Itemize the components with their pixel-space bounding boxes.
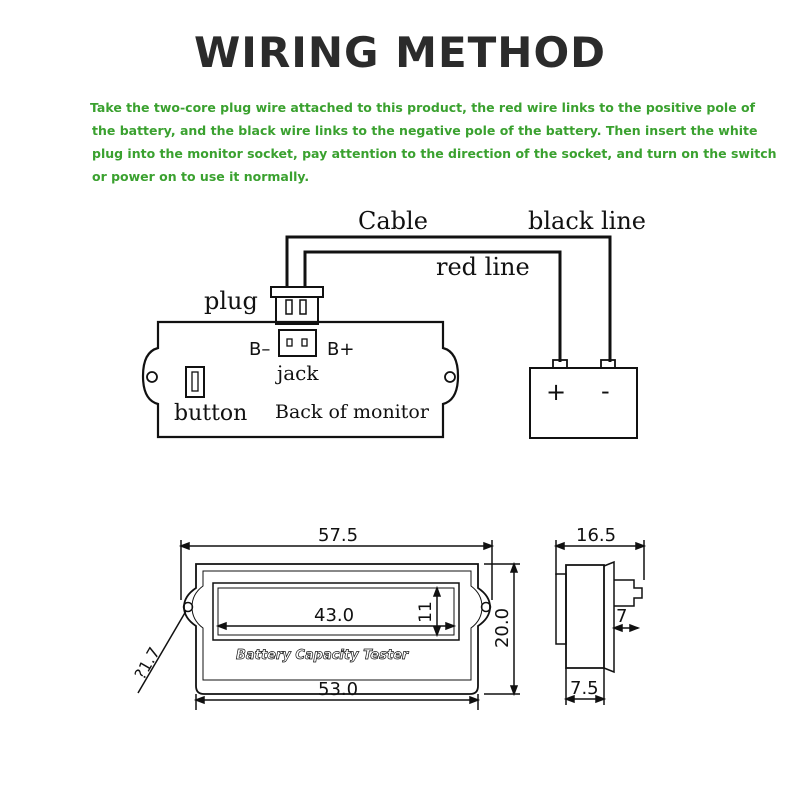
dim-side-depth: 16.5	[576, 525, 616, 546]
red-line-label: red line	[436, 253, 530, 281]
battery-plus-label: +	[546, 378, 566, 406]
dim-bottom-width: 53.0	[318, 679, 358, 700]
dim-outer-height: 20.0	[492, 608, 513, 648]
dim-outer-width: 57.5	[318, 525, 358, 546]
instructions-text: Take the two-core plug wire attached to …	[90, 96, 777, 188]
product-label: Battery Capacity Tester	[236, 648, 410, 663]
red-wire	[303, 250, 562, 362]
button-icon	[185, 366, 205, 398]
instructions-line: Take the two-core plug wire attached to …	[90, 100, 756, 115]
side-dimension-drawing	[553, 540, 647, 705]
instructions-line: the battery, and the black wire links to…	[92, 123, 758, 138]
b-minus-label: B–	[249, 339, 270, 360]
black-wire	[285, 235, 612, 362]
side-tab	[614, 579, 643, 607]
dim-hole-diameter: ?1.7	[131, 644, 164, 683]
dim-inner-width: 43.0	[314, 605, 354, 626]
b-plus-label: B+	[327, 339, 354, 360]
dim-inner-height: 11	[416, 601, 436, 623]
side-body	[565, 564, 605, 669]
jack-icon	[278, 329, 317, 357]
cable-label: Cable	[358, 207, 428, 235]
screen-window	[212, 582, 460, 641]
battery-minus-label: -	[601, 377, 610, 405]
monitor-back-outline	[141, 320, 460, 439]
jack-label: jack	[275, 361, 319, 385]
instructions-line: or power on to use it normally.	[92, 169, 310, 184]
button-label: button	[174, 401, 247, 426]
dim-side-tab: 7	[616, 606, 627, 627]
instructions-line: plug into the monitor socket, pay attent…	[92, 146, 777, 161]
black-line-label: black line	[528, 207, 646, 235]
battery-icon	[529, 367, 638, 439]
back-of-monitor-label: Back of monitor	[275, 401, 430, 423]
wiring-diagram	[141, 235, 638, 439]
front-dimension-drawing	[137, 540, 520, 710]
page-title: WIRING METHOD	[193, 28, 607, 77]
dim-side-bottom: 7.5	[570, 678, 599, 699]
plug-label: plug	[204, 287, 258, 315]
